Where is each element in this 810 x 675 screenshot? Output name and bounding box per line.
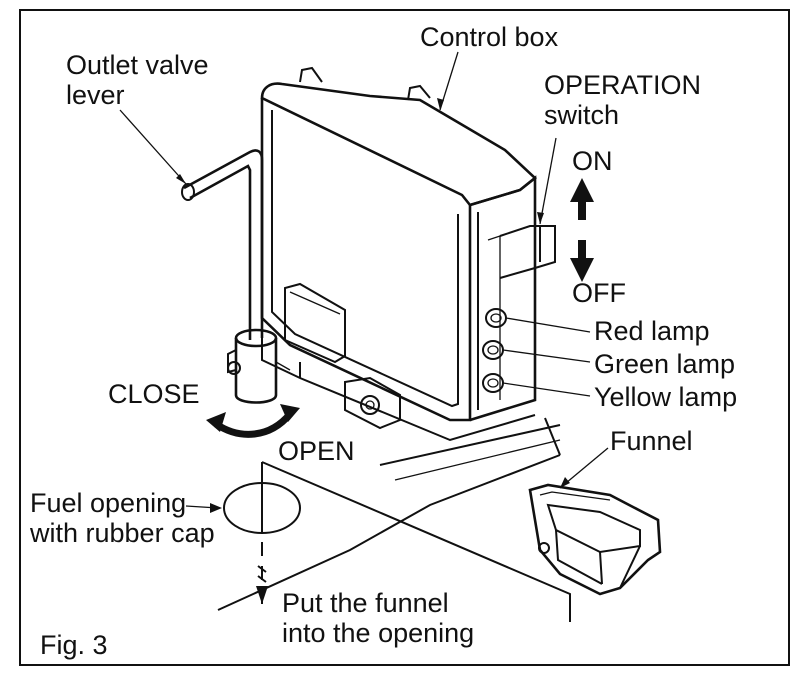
control-box	[260, 66, 556, 442]
outlet-valve-lever	[181, 149, 291, 404]
label-close: CLOSE	[108, 379, 200, 409]
fuel-opening	[223, 476, 301, 604]
tank-surface	[217, 417, 571, 622]
label-operation-line1: OPERATION	[544, 70, 701, 100]
label-yellow-lamp: Yellow lamp	[594, 382, 737, 412]
label-funnel: Funnel	[610, 426, 693, 456]
off-arrow	[570, 240, 594, 282]
figure-number: Fig. 3	[40, 630, 108, 660]
label-off: OFF	[572, 278, 626, 308]
leader-lines	[119, 51, 609, 513]
label-fuel-opening-line1: Fuel opening	[30, 488, 186, 518]
figure-frame	[19, 9, 790, 666]
label-outlet-valve-line1: Outlet valve	[66, 50, 209, 80]
label-operation-line2: switch	[544, 100, 619, 130]
funnel	[528, 483, 662, 596]
label-green-lamp: Green lamp	[594, 349, 735, 379]
label-on: ON	[572, 146, 613, 176]
label-outlet-valve-line2: lever	[66, 80, 125, 110]
rotation-arrow	[206, 404, 300, 438]
label-fuel-opening-line2: with rubber cap	[29, 518, 215, 548]
label-control-box: Control box	[420, 22, 559, 52]
on-arrow	[570, 178, 594, 220]
label-put-funnel-line2: into the opening	[282, 618, 474, 648]
label-red-lamp: Red lamp	[594, 316, 710, 346]
lamp-red	[485, 308, 507, 328]
label-open: OPEN	[278, 436, 355, 466]
label-put-funnel-line1: Put the funnel	[282, 588, 449, 618]
